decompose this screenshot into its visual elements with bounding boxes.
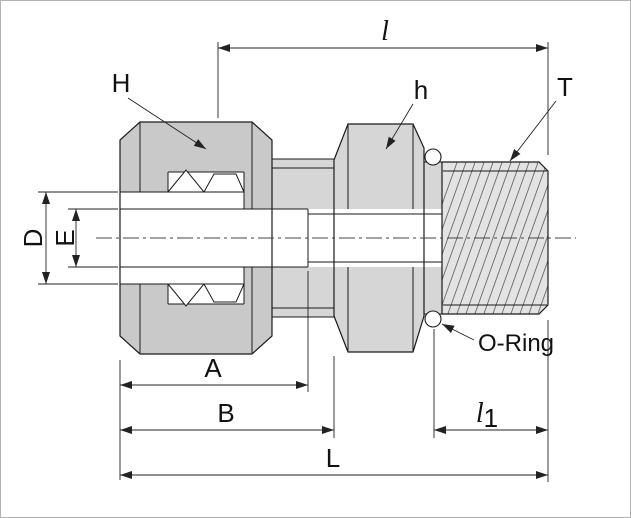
part-outlines	[119, 121, 549, 355]
extension-lines	[38, 42, 549, 482]
label-l1-base: l	[476, 398, 484, 429]
leader-lines	[127, 97, 557, 341]
label-l1-subscript: 1	[484, 403, 498, 433]
label-D: D	[18, 229, 48, 248]
o-ring-top	[424, 148, 442, 166]
label-A: A	[204, 353, 222, 383]
label-l1: l1	[476, 398, 498, 433]
front-ferrule-bottom	[166, 283, 206, 307]
leader-H	[127, 97, 207, 150]
front-ferrule-top	[166, 169, 206, 193]
o-ring-bottom	[424, 310, 442, 328]
label-H: H	[112, 68, 131, 98]
internal-lines	[120, 162, 547, 314]
back-ferrule-bottom	[203, 283, 245, 303]
label-B: B	[217, 398, 234, 428]
thread-outline	[441, 161, 549, 315]
hex-body-outline	[333, 123, 425, 353]
leader-h	[385, 103, 414, 150]
dimension-lines	[42, 44, 548, 479]
back-ferrule-top	[203, 173, 245, 193]
label-o-ring: O-Ring	[478, 330, 554, 357]
ferrules	[166, 169, 245, 307]
label-h: h	[414, 75, 428, 105]
nut-outline	[119, 121, 273, 355]
leader-o-ring	[441, 323, 475, 341]
label-T: T	[557, 72, 573, 102]
label-E: E	[50, 229, 80, 246]
label-l: l	[381, 16, 389, 47]
label-L: L	[326, 443, 340, 473]
leader-T	[509, 100, 557, 162]
dimension-labels: l H h T D E A B l1 L O-Ring	[18, 16, 573, 473]
